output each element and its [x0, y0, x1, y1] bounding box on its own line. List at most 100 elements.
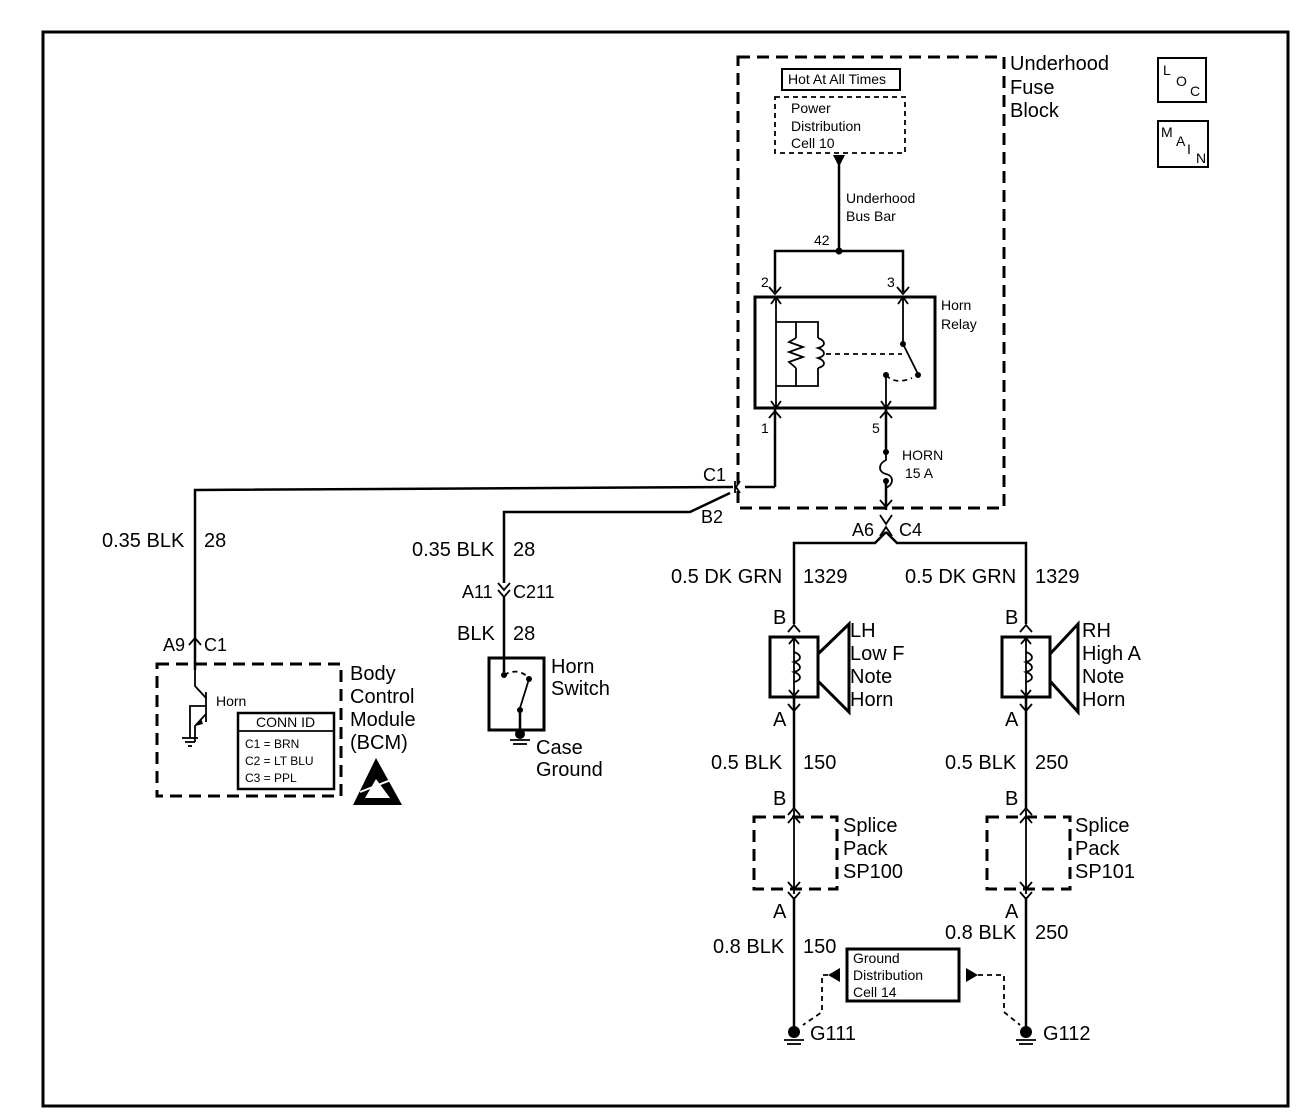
ground-g111: [784, 1026, 804, 1045]
svg-text:28: 28: [204, 530, 226, 552]
svg-text:B: B: [1005, 607, 1018, 629]
svg-text:Body: Body: [350, 663, 396, 685]
body-control-module[interactable]: [155, 662, 343, 798]
svg-text:Splice: Splice: [1075, 815, 1129, 837]
svg-text:Ground: Ground: [853, 950, 900, 966]
connector-c1: C1: [703, 465, 726, 485]
svg-text:B: B: [773, 607, 786, 629]
svg-text:0.5 DK GRN: 0.5 DK GRN: [671, 566, 782, 588]
svg-text:Power: Power: [791, 100, 831, 116]
svg-text:3: 3: [887, 274, 895, 290]
svg-text:C: C: [1190, 83, 1200, 99]
svg-text:250: 250: [1035, 922, 1068, 944]
ground-symbol-icon: [182, 737, 198, 747]
splice-pack-sp101[interactable]: [985, 815, 1072, 891]
svg-text:A6: A6: [852, 520, 874, 540]
svg-text:0.8 BLK: 0.8 BLK: [713, 936, 785, 958]
hot-at-all-times-label: Hot At All Times: [788, 71, 886, 87]
conn-id-table: [236, 711, 336, 791]
main-icon[interactable]: M A I N: [1157, 120, 1209, 168]
fuse-block-title-1: Underhood: [1010, 53, 1109, 75]
svg-text:L: L: [1163, 62, 1171, 78]
svg-text:Horn: Horn: [216, 693, 246, 709]
svg-text:Case: Case: [536, 737, 583, 759]
svg-text:150: 150: [803, 752, 836, 774]
svg-text:Horn: Horn: [850, 689, 893, 711]
lh-horn[interactable]: [768, 620, 851, 716]
svg-text:0.8 BLK: 0.8 BLK: [945, 922, 1017, 944]
svg-text:A: A: [1176, 133, 1186, 149]
svg-text:0.5 BLK: 0.5 BLK: [945, 752, 1017, 774]
svg-text:Horn: Horn: [941, 297, 971, 313]
svg-text:28: 28: [513, 539, 535, 561]
svg-text:O: O: [1176, 73, 1187, 89]
rh-horn[interactable]: [1000, 620, 1080, 716]
svg-text:A11: A11: [462, 582, 493, 602]
svg-text:Splice: Splice: [843, 815, 897, 837]
svg-text:Horn: Horn: [1082, 689, 1125, 711]
svg-text:Relay: Relay: [941, 316, 977, 332]
svg-text:A: A: [1005, 901, 1019, 923]
case-ground-symbol: [510, 729, 530, 745]
svg-text:C1 = BRN: C1 = BRN: [245, 737, 299, 751]
svg-text:C3 = PPL: C3 = PPL: [245, 771, 297, 785]
diagram-border: [41, 30, 1290, 1108]
svg-text:Cell 14: Cell 14: [853, 984, 897, 1000]
ground-distribution-ref[interactable]: [845, 947, 961, 1003]
svg-text:Low F: Low F: [850, 643, 904, 665]
horn-fuse[interactable]: [879, 449, 893, 489]
svg-text:Cell 10: Cell 10: [791, 135, 835, 151]
svg-text:Pack: Pack: [843, 838, 888, 860]
svg-text:150: 150: [803, 936, 836, 958]
splice-pack-sp100[interactable]: [752, 815, 839, 891]
svg-text:A: A: [1005, 709, 1019, 731]
svg-text:M: M: [1161, 124, 1173, 140]
fuse-block-title-3: Block: [1010, 100, 1060, 122]
svg-text:C4: C4: [899, 520, 922, 540]
svg-text:G111: G111: [810, 1023, 856, 1045]
underhood-fuse-block-outline: [736, 55, 1006, 510]
connector-b2: B2: [701, 507, 723, 527]
power-distribution-ref[interactable]: [774, 96, 906, 154]
svg-text:Note: Note: [1082, 666, 1124, 688]
horn-switch[interactable]: [487, 656, 546, 732]
svg-text:C2 = LT BLU: C2 = LT BLU: [245, 754, 314, 768]
relay-contact: [880, 295, 921, 410]
svg-text:Control: Control: [350, 686, 414, 708]
svg-text:0.5 BLK: 0.5 BLK: [711, 752, 783, 774]
svg-text:A: A: [773, 709, 787, 731]
svg-text:HORN: HORN: [902, 447, 943, 463]
svg-text:A: A: [773, 901, 787, 923]
svg-text:Note: Note: [850, 666, 892, 688]
svg-text:0.35 BLK: 0.35 BLK: [102, 530, 185, 552]
fuse-block-title-2: Fuse: [1010, 77, 1054, 99]
svg-text:A9: A9: [163, 635, 185, 655]
loc-icon[interactable]: L O C: [1157, 57, 1207, 103]
svg-text:BLK: BLK: [457, 623, 495, 645]
svg-text:SP100: SP100: [843, 861, 903, 883]
svg-text:Pack: Pack: [1075, 838, 1120, 860]
svg-text:15 A: 15 A: [905, 465, 934, 481]
svg-text:SP101: SP101: [1075, 861, 1135, 883]
bus-bar-label-1: Underhood: [846, 190, 915, 206]
bus-bar-label-2: Bus Bar: [846, 208, 896, 224]
hot-at-all-times-box: [781, 68, 901, 91]
svg-text:0.35 BLK: 0.35 BLK: [412, 539, 495, 561]
svg-text:CONN ID: CONN ID: [256, 714, 315, 730]
svg-text:5: 5: [872, 420, 880, 436]
bcm-horn-driver: [189, 670, 207, 742]
svg-text:RH: RH: [1082, 620, 1111, 642]
ground-g112: [1016, 1026, 1036, 1045]
svg-text:Distribution: Distribution: [791, 118, 861, 134]
svg-text:0.5 DK GRN: 0.5 DK GRN: [905, 566, 1016, 588]
svg-text:1: 1: [761, 420, 769, 436]
relay-coil: [770, 295, 825, 410]
svg-text:G112: G112: [1043, 1023, 1090, 1045]
svg-text:B: B: [1005, 788, 1018, 810]
svg-text:1329: 1329: [1035, 566, 1080, 588]
horn-relay[interactable]: [753, 295, 937, 410]
svg-text:Horn: Horn: [551, 656, 594, 678]
power-arrow: [833, 155, 845, 167]
svg-text:Module: Module: [350, 709, 416, 731]
esd-warning-icon: [353, 758, 402, 805]
